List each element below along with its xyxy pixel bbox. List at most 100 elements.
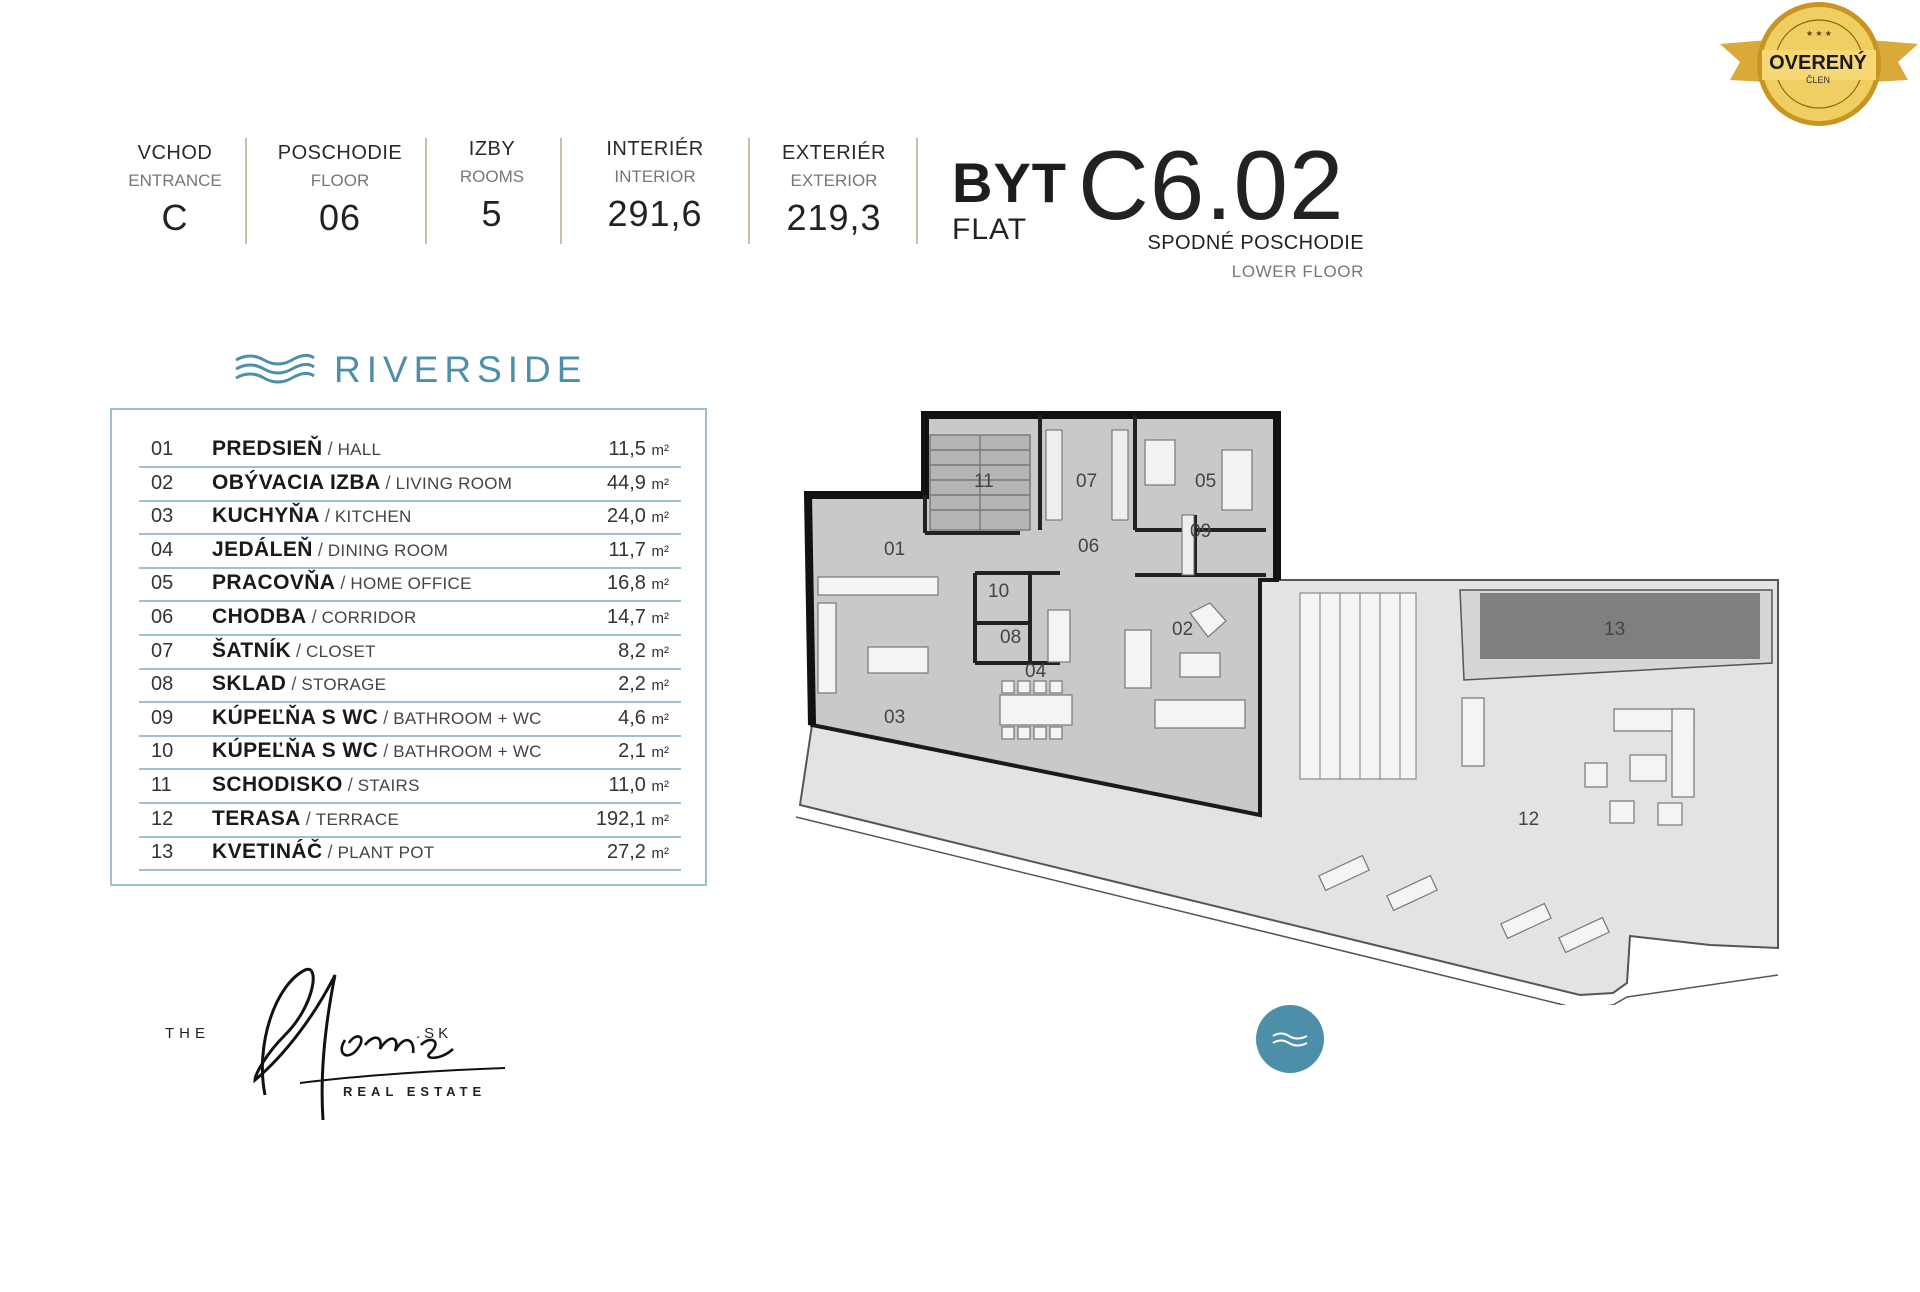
room-label-05: 05 xyxy=(1195,471,1216,492)
room-area-unit: m² xyxy=(651,710,670,728)
room-name-en: DINING ROOM xyxy=(327,540,449,560)
pergola xyxy=(1299,592,1417,780)
room-label-13: 13 xyxy=(1604,619,1625,640)
stat-label-en: FLOOR xyxy=(310,171,370,190)
room-area: 4,6 m² xyxy=(618,707,669,730)
stat-divider xyxy=(916,138,918,244)
verified-member-badge: ★ ★ ★ xyxy=(1720,2,1918,126)
room-area-value: 11,0 xyxy=(608,774,646,796)
room-number: 04 xyxy=(151,538,174,561)
room-area-unit: m² xyxy=(651,509,670,527)
room-name: PREDSIEŇ / HALL xyxy=(212,437,382,460)
closet-shelves xyxy=(1045,429,1195,576)
room-number: 08 xyxy=(151,673,174,696)
stat-value: 291,6 xyxy=(607,193,703,234)
room-area-value: 4,6 xyxy=(618,706,646,729)
floor-plan: 01 02 03 04 05 06 07 08 09 10 11 12 13 xyxy=(795,411,1779,1005)
room-name: KVETINÁČ / PLANT POT xyxy=(212,840,435,864)
room-area: 27,2 m² xyxy=(607,841,669,864)
flat-label-en: FLAT xyxy=(952,213,1028,246)
room-name-sk: SKLAD xyxy=(212,672,287,696)
stat-exterior: EXTERIÉR EXTERIOR 219,3 xyxy=(744,142,924,239)
room-name-en: LIVING ROOM xyxy=(395,473,513,493)
home-script-logo xyxy=(253,967,506,1121)
room-name: OBÝVACIA IZBA / LIVING ROOM xyxy=(212,470,513,494)
room-label-02: 02 xyxy=(1172,619,1193,640)
room-name: PRACOVŇA / HOME OFFICE xyxy=(212,571,472,595)
room-name-en: TERRACE xyxy=(315,809,400,829)
room-number: 05 xyxy=(151,572,174,595)
room-area: 8,2 m² xyxy=(618,640,669,663)
room-area-value: 2,1 xyxy=(618,740,646,763)
stairs xyxy=(929,434,1031,531)
room-label-01: 01 xyxy=(884,539,905,560)
room-area: 2,2 m² xyxy=(618,673,669,696)
stat-value: 06 xyxy=(318,197,362,238)
room-area-unit: m² xyxy=(651,610,670,627)
room-name-sk: KVETINÁČ xyxy=(212,840,323,864)
stat-value: 5 xyxy=(481,193,503,234)
flat-label-byt: BYT xyxy=(952,151,1067,214)
room-area-value: 11,5 xyxy=(608,438,646,460)
room-area: 44,9 m² xyxy=(607,472,669,495)
room-name-sk: ŠATNÍK xyxy=(212,638,292,662)
room-area-unit: m² xyxy=(651,542,670,560)
stat-label-sk: EXTERIÉR xyxy=(781,142,887,164)
room-label-10: 10 xyxy=(988,581,1009,602)
room-name: SKLAD / STORAGE xyxy=(212,672,387,696)
room-label-04: 04 xyxy=(1025,661,1047,682)
floor-level-en: LOWER FLOOR xyxy=(1231,262,1364,281)
room-area: 16,8 m² xyxy=(607,572,669,595)
room-area-value: 24,0 xyxy=(607,505,646,528)
stat-entrance: VCHOD ENTRANCE C xyxy=(85,142,265,239)
room-area-value: 8,2 xyxy=(618,639,646,662)
room-name-sk: KUCHYŇA xyxy=(212,504,320,528)
room-area-unit: m² xyxy=(651,576,670,594)
stat-label-sk: POSCHODIE xyxy=(277,142,403,164)
room-number: 11 xyxy=(151,774,172,796)
badge-title: OVERENÝ xyxy=(1769,52,1867,74)
room-name-sk: JEDÁLEŇ xyxy=(212,537,313,561)
stat-label-en: ENTRANCE xyxy=(128,171,222,190)
room-name-sk: KÚPEĽŇA S WC xyxy=(212,739,379,763)
room-name-sk: OBÝVACIA IZBA xyxy=(212,470,381,494)
room-area: 11,5 m² xyxy=(608,438,669,461)
room-name-en: STORAGE xyxy=(301,675,387,695)
terrace-parapet xyxy=(795,816,1779,1005)
room-label-06: 06 xyxy=(1078,536,1099,557)
room-number: 10 xyxy=(151,740,174,763)
room-area: 192,1 m² xyxy=(596,808,669,831)
room-name-en: KITCHEN xyxy=(334,507,412,527)
room-area-value: 192,1 xyxy=(595,807,646,830)
room-name-en: PLANT POT xyxy=(337,843,435,863)
logo-the: THE xyxy=(165,1025,210,1042)
room-area: 11,7 m² xyxy=(608,539,669,562)
room-name: CHODBA / CORRIDOR xyxy=(212,605,417,628)
room-row: 08 SKLAD / STORAGE 2,2 m² xyxy=(139,669,681,704)
room-name-sk: CHODBA xyxy=(212,605,307,628)
room-label-03: 03 xyxy=(884,707,905,728)
badge-stars: ★ ★ ★ xyxy=(1806,29,1832,38)
stat-divider xyxy=(245,138,247,244)
room-label-08: 08 xyxy=(1000,627,1021,648)
room-number: 12 xyxy=(151,807,174,830)
room-label-12: 12 xyxy=(1518,809,1539,830)
room-area-value: 16,8 xyxy=(607,572,646,595)
terrace-furniture xyxy=(1318,697,1695,954)
room-name-en: CLOSET xyxy=(306,641,376,661)
stat-value: 219,3 xyxy=(786,197,882,238)
outer-wall xyxy=(803,411,1281,726)
room-area-unit: m² xyxy=(651,811,670,829)
room-area-unit: m² xyxy=(651,677,670,695)
room-number: 06 xyxy=(151,606,174,628)
stat-value: C xyxy=(161,197,189,238)
room-name-en: BATHROOM + WC xyxy=(393,708,542,728)
office-furniture xyxy=(1144,439,1253,511)
riverside-logo-text: RIVERSIDE xyxy=(334,349,588,390)
room-name-en: CORRIDOR xyxy=(321,608,417,627)
room-number: 03 xyxy=(151,505,174,528)
room-area-value: 44,9 xyxy=(607,471,646,494)
